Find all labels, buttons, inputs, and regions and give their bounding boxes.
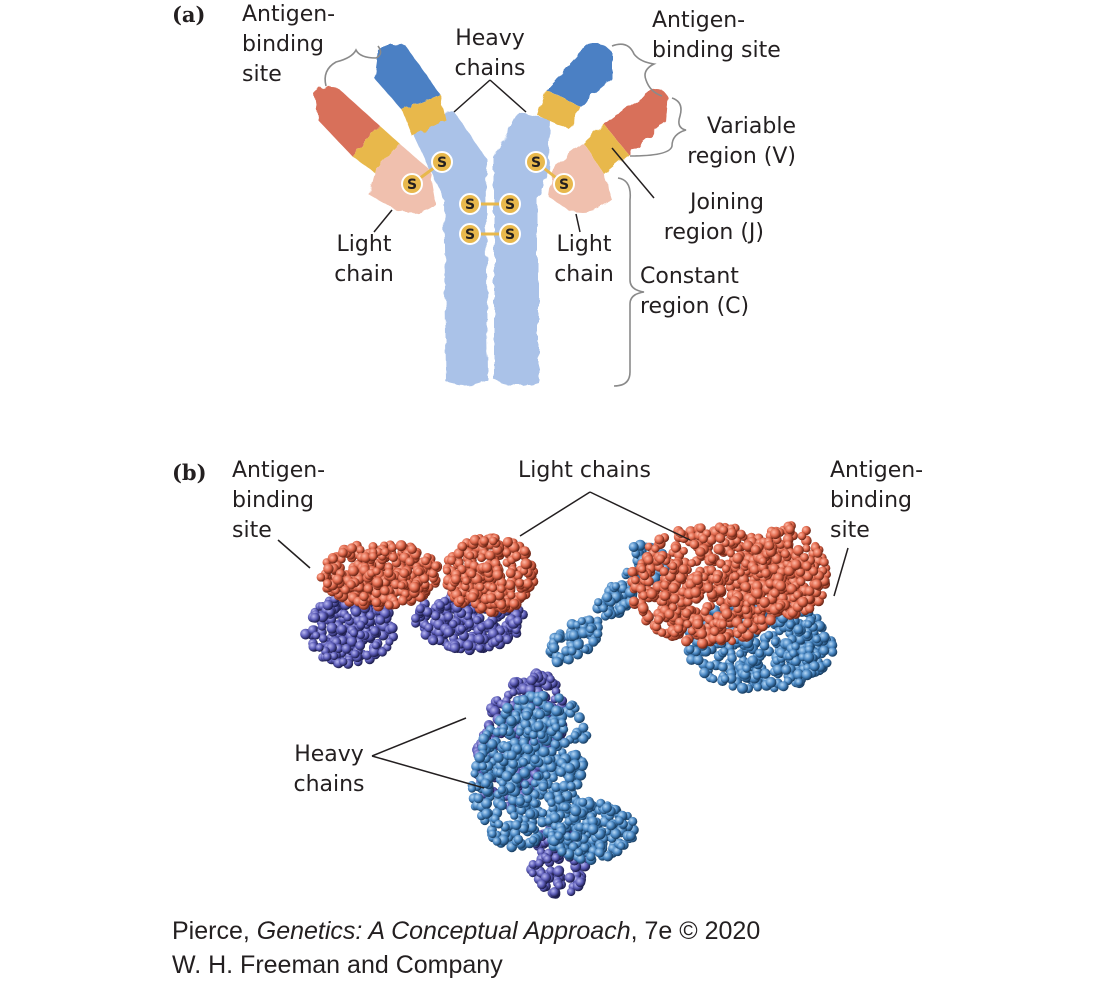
heavy-chains-label-b: Heavy chains: [293, 742, 365, 797]
antigen-site-left-leader: [277, 539, 311, 569]
panel-b-letter: (b): [172, 460, 207, 485]
svg-text:S: S: [505, 227, 515, 243]
sulfur-atom: S: [499, 193, 521, 215]
svg-text:S: S: [407, 177, 417, 193]
joining-region-heavy-right: [538, 90, 580, 130]
constant-region-light-right: [548, 144, 612, 213]
joining-region-light-right: [584, 124, 628, 174]
svg-text:S: S: [505, 197, 515, 213]
svg-text:S: S: [437, 155, 447, 171]
panel-a-letter: (a): [172, 2, 206, 27]
sulfur-atom: S: [525, 151, 547, 173]
credit-line-1: Pierce, Genetics: A Conceptual Approach,…: [172, 914, 760, 948]
credit-author: Pierce,: [172, 917, 257, 945]
heavy-chains-b-leader-lower: [371, 755, 485, 789]
antigen-site-left-brace: [324, 45, 382, 87]
variable-region-brace: [629, 97, 687, 157]
light-chain-left-label: Light chain: [334, 232, 394, 287]
heavy-chains-leader-right: [489, 79, 527, 113]
antigen-site-left-label: Antigen- binding site: [242, 2, 336, 87]
constant-region-brace: [613, 177, 645, 387]
credit-line-2: W. H. Freeman and Company: [172, 951, 503, 979]
svg-text:S: S: [465, 197, 475, 213]
sulfur-atom: S: [401, 173, 423, 195]
leader-lines-b: [277, 491, 849, 789]
heavy-chain-right: [494, 112, 550, 386]
light-chain-atoms: [316, 521, 832, 649]
light-chain-right-label: Light chain: [554, 232, 614, 287]
antigen-site-right-label-b: Antigen- binding site: [830, 458, 924, 543]
joining-region-heavy-left: [402, 94, 446, 136]
constant-region-label: Constant region (C): [640, 264, 750, 319]
variable-region-heavy-right: [546, 43, 612, 106]
sulfur-atom: S: [459, 193, 481, 215]
light-chains-leader-left: [519, 491, 591, 537]
credit-edition: , 7e © 2020: [630, 917, 761, 945]
variable-region-label: Variable region (V): [687, 114, 796, 169]
joining-region-light-left: [352, 126, 400, 172]
sulfur-atom: S: [459, 223, 481, 245]
joining-region-label: Joining region (J): [663, 190, 764, 245]
heavy-chain-left: [408, 112, 488, 386]
light-chain-right-leader: [575, 213, 581, 233]
heavy-chains-leader-left: [453, 79, 491, 113]
heavy-chains-label: Heavy chains: [454, 26, 526, 81]
sulfur-atom: S: [431, 151, 453, 173]
antigen-site-right-leader: [833, 547, 849, 597]
antigen-site-left-label-b: Antigen- binding site: [232, 458, 326, 543]
sulfur-atom: S: [553, 173, 575, 195]
sulfur-atom: S: [499, 223, 521, 245]
svg-text:S: S: [531, 155, 541, 171]
variable-region-light-right: [604, 89, 668, 154]
svg-text:S: S: [465, 227, 475, 243]
constant-region-light-left: [368, 144, 436, 213]
joining-region-leader: [611, 147, 655, 199]
variable-region-light-left: [314, 86, 380, 156]
svg-text:S: S: [559, 177, 569, 193]
variable-region-heavy-left: [374, 43, 440, 110]
antigen-site-right-label: Antigen- binding site: [652, 8, 781, 63]
antigen-site-right-brace: [611, 43, 663, 97]
light-chain-left-leader: [373, 209, 393, 233]
light-chains-leader-right: [589, 491, 691, 541]
leader-lines: [373, 79, 655, 233]
annotation-lines: [324, 43, 687, 387]
heavy-chains-b-leader-upper: [371, 717, 467, 757]
credit-title: Genetics: A Conceptual Approach: [256, 917, 631, 945]
antibody-space-filling-model: [277, 491, 849, 899]
light-chains-label: Light chains: [518, 458, 651, 483]
